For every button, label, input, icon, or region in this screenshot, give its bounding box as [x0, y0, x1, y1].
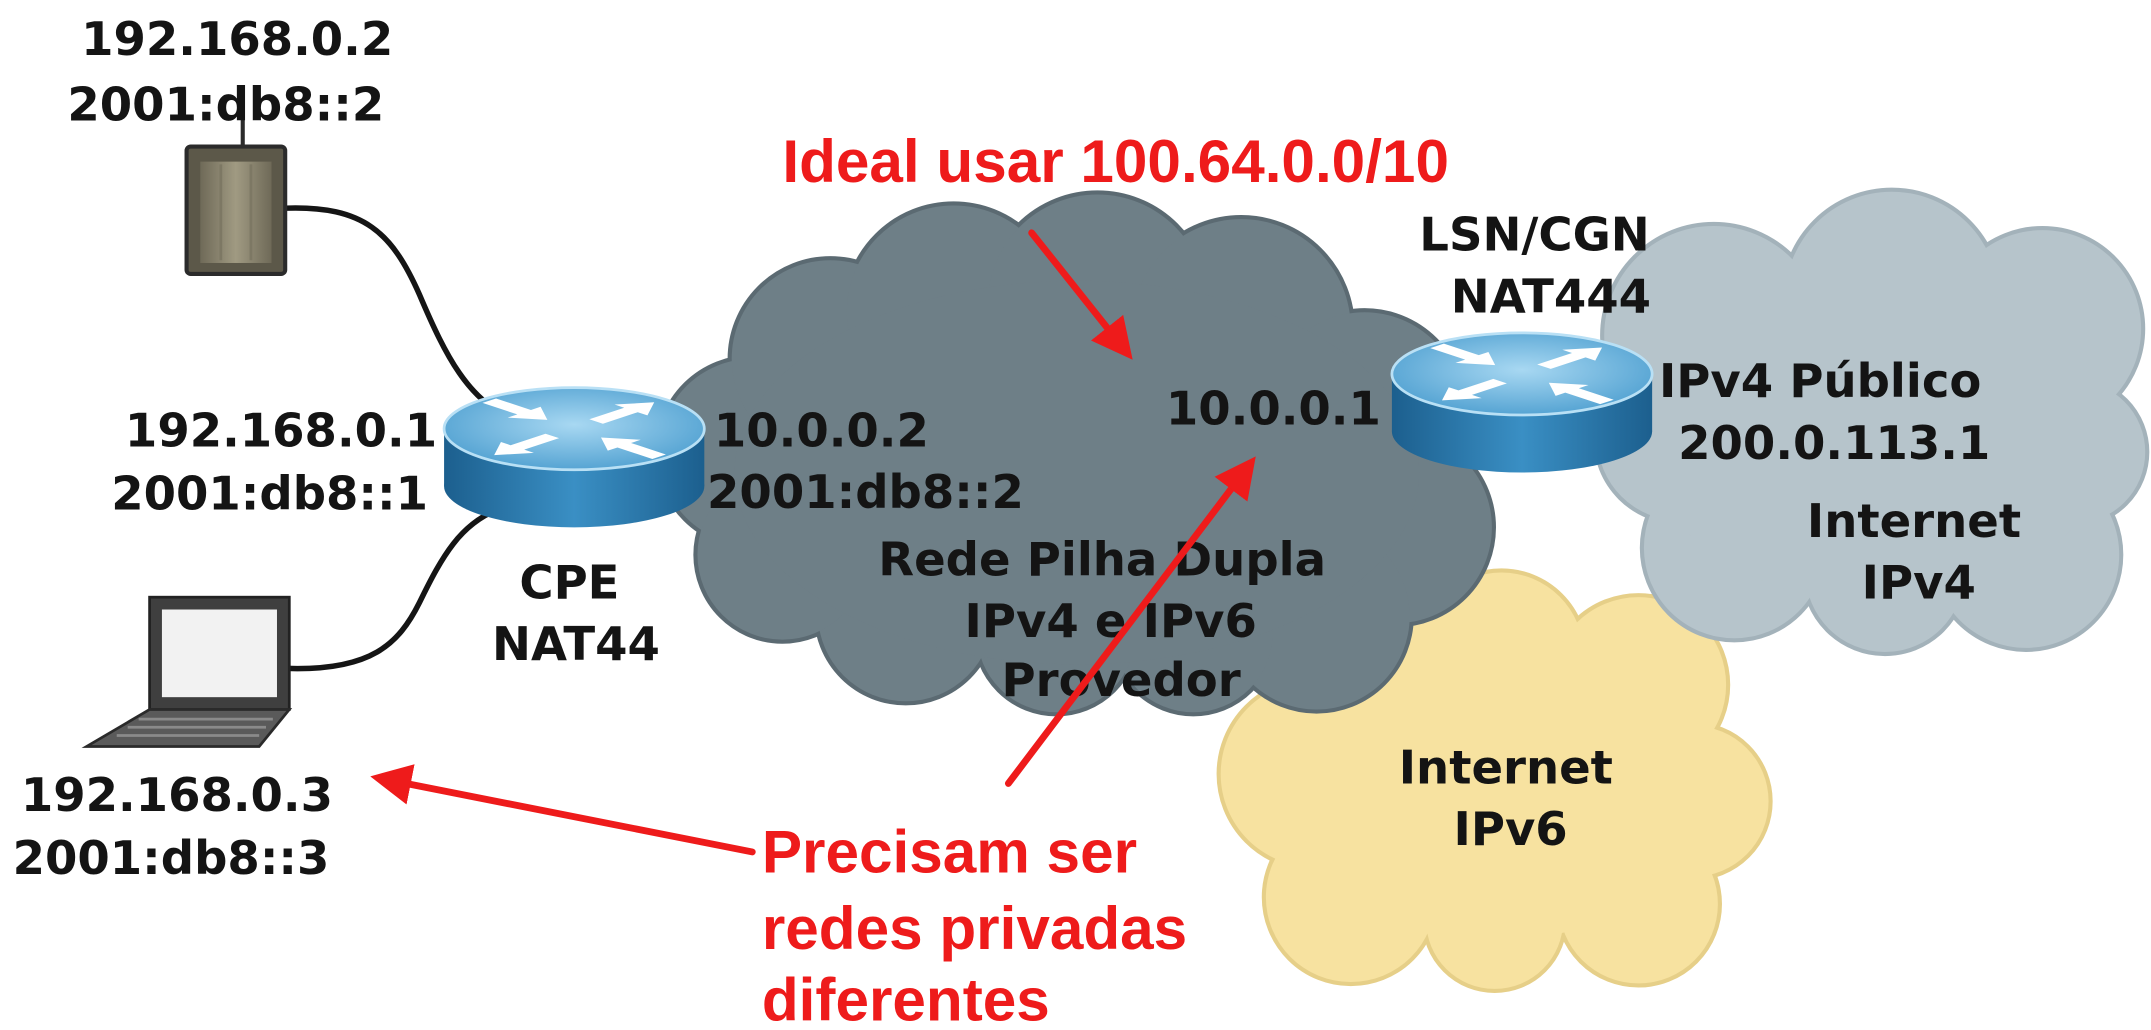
provider-cloud-line-3: Provedor [1002, 653, 1241, 707]
cpe-wan-ipv4-label: 10.0.0.2 [714, 404, 929, 458]
cpe-nat-label: NAT44 [492, 617, 660, 671]
cpe-wan-ipv6-label: 2001:db8::2 [707, 465, 1024, 519]
internet-ipv4-cloud-line-2: IPv4 [1862, 556, 1976, 610]
private-to-provider-arrow [1004, 456, 1256, 787]
cpe-lan-ipv6-label: 2001:db8::1 [111, 467, 428, 521]
cpe-lan-ipv4-label: 192.168.0.1 [125, 404, 437, 458]
ideal-annotation-arrow [1028, 229, 1133, 360]
laptop-ipv6-label: 2001:db8::3 [13, 831, 330, 885]
phone-icon [184, 115, 288, 276]
phone-ipv6-label: 2001:db8::2 [67, 78, 384, 132]
phone-cable [282, 205, 514, 422]
internet-ipv6-cloud-line-1: Internet [1399, 740, 1613, 794]
lsn-cgn-router-icon [1390, 331, 1654, 473]
lsn-public-label: IPv4 Público [1659, 354, 1981, 408]
cpe-router-icon [442, 386, 706, 528]
private-annotation-line-1: Precisam ser [762, 817, 1137, 885]
provider-cloud-line-2: IPv4 e IPv6 [965, 594, 1257, 648]
private-annotation-line-2: redes privadas [762, 894, 1187, 962]
lsn-label: LSN/CGN [1419, 208, 1649, 262]
cpe-label: CPE [519, 556, 619, 610]
private-annotation-line-3: diferentes [762, 965, 1050, 1030]
laptop-ipv4-label: 192.168.0.3 [21, 768, 333, 822]
internet-ipv4-cloud-line-1: Internet [1807, 494, 2021, 548]
internet-ipv6-cloud-line-2: IPv6 [1454, 802, 1568, 856]
provider-cloud-line-1: Rede Pilha Dupla [878, 532, 1326, 586]
ideal-annotation-text: Ideal usar 100.64.0.0/10 [782, 127, 1449, 195]
lsn-public-ipv4-label: 200.0.113.1 [1678, 416, 1990, 470]
lsn-nat-label: NAT444 [1451, 269, 1651, 323]
private-to-lan-arrow [370, 764, 756, 856]
phone-ipv4-label: 192.168.0.2 [81, 12, 393, 66]
lsn-inside-ipv4-label: 10.0.0.1 [1166, 382, 1381, 436]
laptop-icon [81, 595, 293, 748]
laptop-cable [283, 506, 501, 672]
